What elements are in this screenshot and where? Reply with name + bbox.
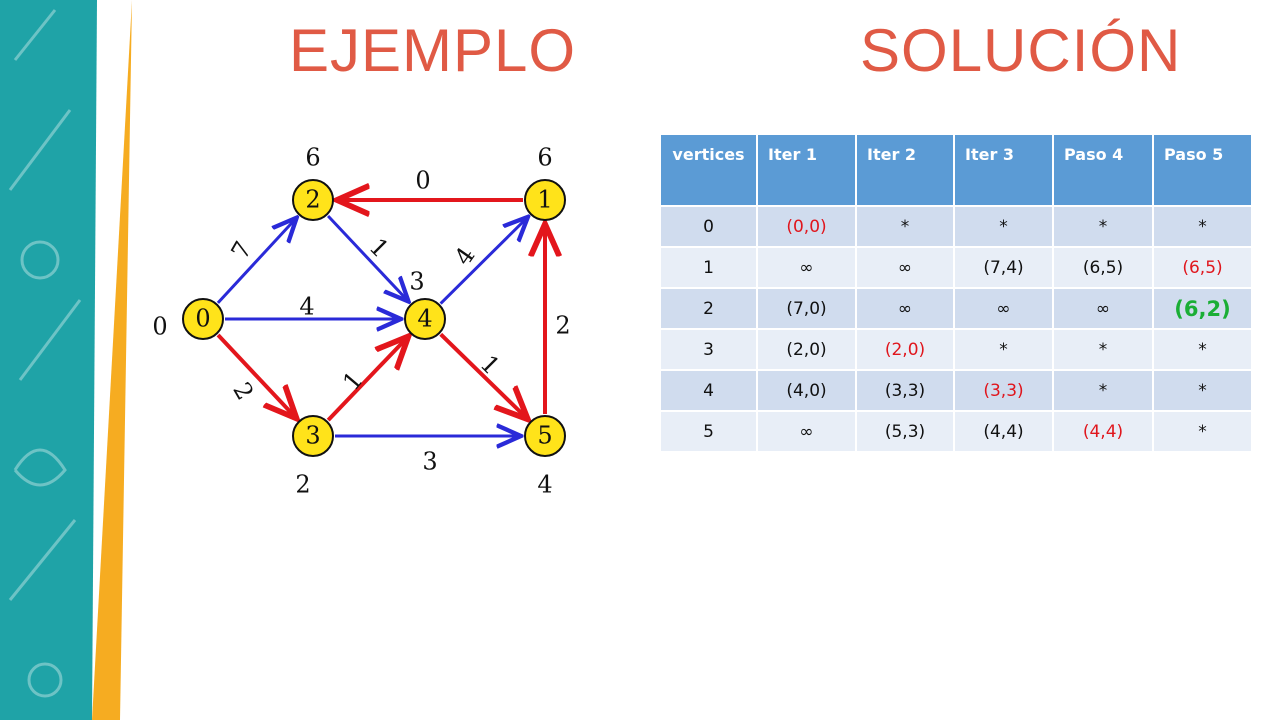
node-2: [292, 179, 334, 221]
table-header-cell: Iter 1: [756, 133, 857, 207]
edge-weight-label: 4: [299, 293, 314, 321]
table-header-cell: Paso 5: [1152, 133, 1253, 207]
table-cell: ∞: [855, 287, 955, 330]
decorative-side-band: [0, 0, 132, 720]
node-5: [524, 415, 566, 457]
node-0: [182, 298, 224, 340]
vertex-cell: 5: [659, 410, 758, 453]
table-cell: ∞: [756, 410, 857, 453]
table-row: 4(4,0)(3,3)(3,3)**: [659, 369, 1253, 412]
table-cell: *: [855, 205, 955, 248]
table-cell: (4,4): [953, 410, 1054, 453]
table-cell: (0,0): [756, 205, 857, 248]
node-distance-label: 6: [537, 144, 552, 172]
table-row: 1∞∞(7,4)(6,5)(6,5): [659, 246, 1253, 289]
node-3: [292, 415, 334, 457]
node-label: 5: [537, 422, 552, 450]
table-cell: (2,0): [855, 328, 955, 371]
title-solucion: SOLUCIÓN: [860, 17, 1182, 84]
title-ejemplo: EJEMPLO: [289, 17, 577, 84]
node-label: 2: [305, 186, 320, 214]
table-cell: ∞: [953, 287, 1054, 330]
edge-weight-label: 3: [422, 448, 437, 476]
table-cell: (4,0): [756, 369, 857, 412]
table-cell: *: [1052, 205, 1154, 248]
table-header-cell: vertices: [659, 133, 758, 207]
node-distance-label: 4: [537, 471, 552, 499]
table-body: 0(0,0)****1∞∞(7,4)(6,5)(6,5)2(7,0)∞∞∞(6,…: [659, 205, 1253, 453]
table-cell: *: [953, 328, 1054, 371]
table-cell: *: [1052, 328, 1154, 371]
vertex-cell: 4: [659, 369, 758, 412]
node-distance-label: 6: [305, 144, 320, 172]
node-distance-label: 0: [152, 313, 167, 341]
vertex-cell: 3: [659, 328, 758, 371]
node-label: 4: [417, 305, 432, 333]
vertex-cell: 0: [659, 205, 758, 248]
edge-0-2: [216, 218, 297, 304]
table-cell: *: [1152, 328, 1253, 371]
node-label: 0: [195, 305, 210, 333]
table-cell: *: [1052, 369, 1154, 412]
node-distance-label: 2: [295, 471, 310, 499]
table-header-cell: Iter 3: [953, 133, 1054, 207]
edge-weight-label: 1: [475, 350, 506, 381]
table-cell: (6,2): [1152, 287, 1253, 330]
edge-weight-label: 2: [227, 378, 259, 405]
table-cell: (6,5): [1152, 246, 1253, 289]
doodle-pattern: [8, 9, 82, 698]
table-cell: *: [1152, 205, 1253, 248]
edge-0-3: [216, 333, 296, 418]
table-cell: (3,3): [855, 369, 955, 412]
table-header-row: vertices Iter 1 Iter 2 Iter 3 Paso 4 Pas…: [659, 133, 1253, 207]
table-cell: (5,3): [855, 410, 955, 453]
table-cell: *: [1152, 369, 1253, 412]
node-distance-label: 3: [409, 268, 424, 296]
table-cell: (4,4): [1052, 410, 1154, 453]
table-row: 0(0,0)****: [659, 205, 1253, 248]
edge-3-4: [326, 336, 408, 422]
table-cell: (6,5): [1052, 246, 1154, 289]
node-4: [404, 298, 446, 340]
table-cell: *: [1152, 410, 1253, 453]
orange-band: [92, 0, 132, 720]
vertex-cell: 1: [659, 246, 758, 289]
edge-4-5: [439, 332, 528, 419]
solution-table: vertices Iter 1 Iter 2 Iter 3 Paso 4 Pas…: [659, 133, 1253, 453]
edge-4-1: [439, 217, 528, 305]
edge-weight-label: 4: [449, 242, 481, 271]
table-cell: ∞: [1052, 287, 1154, 330]
table-header-cell: Iter 2: [855, 133, 955, 207]
edge-weight-label: 1: [337, 366, 368, 396]
table-cell: ∞: [855, 246, 955, 289]
table-cell: (7,0): [756, 287, 857, 330]
table-cell: (3,3): [953, 369, 1054, 412]
table-cell: (7,4): [953, 246, 1054, 289]
node-label: 3: [305, 422, 320, 450]
table-header-cell: Paso 4: [1052, 133, 1154, 207]
vertex-cell: 2: [659, 287, 758, 330]
table-row: 3(2,0)(2,0)***: [659, 328, 1253, 371]
edge-weight-label: 7: [226, 237, 258, 264]
node-1: [524, 179, 566, 221]
table-cell: *: [953, 205, 1054, 248]
edge-weight-label: 0: [415, 167, 430, 195]
table-cell: (2,0): [756, 328, 857, 371]
edge-2-4: [326, 214, 408, 302]
teal-band: [0, 0, 97, 720]
node-label: 1: [537, 186, 552, 214]
table-row: 2(7,0)∞∞∞(6,2): [659, 287, 1253, 330]
table-row: 5∞(5,3)(4,4)(4,4)*: [659, 410, 1253, 453]
table-cell: ∞: [756, 246, 857, 289]
edge-weight-label: 2: [555, 312, 570, 340]
